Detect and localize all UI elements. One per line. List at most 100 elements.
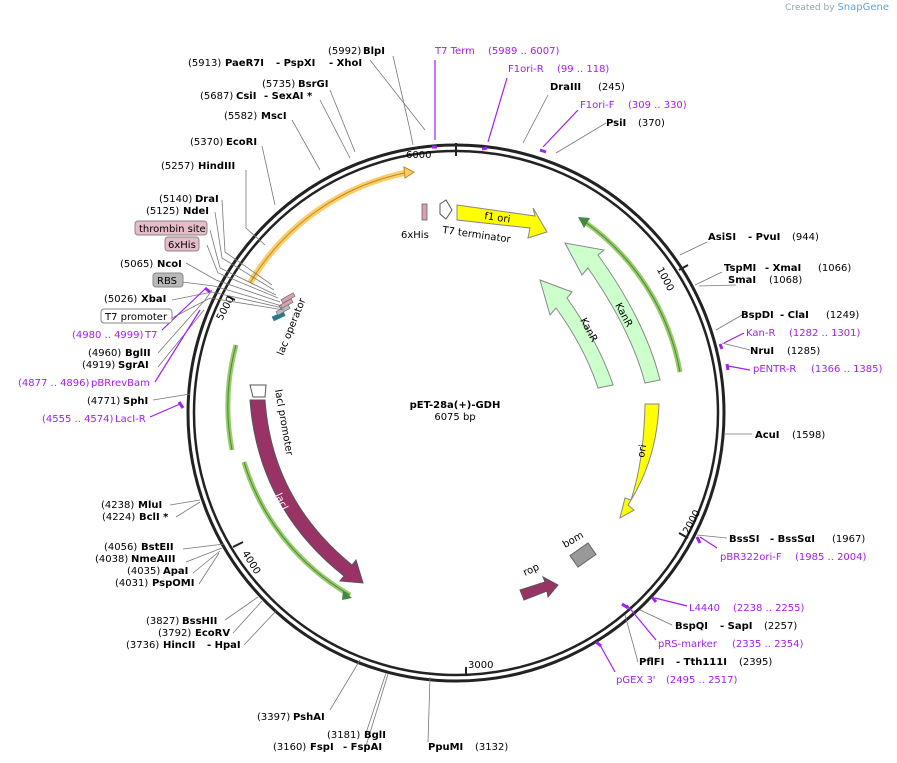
- svg-text:(4960): (4960): [88, 348, 121, 359]
- site-name-pflfi: PflFI: [639, 657, 664, 668]
- site-name-sphi: SphI: [123, 396, 148, 407]
- tick-label-6000: 6000: [406, 150, 431, 161]
- kanr-outer-feature[interactable]: [564, 242, 661, 384]
- svg-text:(3132): (3132): [475, 742, 508, 753]
- svg-text:(2495 .. 2517): (2495 .. 2517): [666, 675, 738, 686]
- site-name-bcli: BclI *: [139, 512, 169, 523]
- tick-label-4000: 4000: [239, 549, 262, 576]
- svg-text:(1068): (1068): [769, 275, 802, 286]
- site-name-bsshii: BssHII: [182, 616, 217, 627]
- tick-label-1000: 1000: [654, 266, 676, 294]
- site-name-drai: DraI: [195, 194, 219, 205]
- primer-f1ori-f: F1ori-F: [580, 100, 615, 111]
- ori-label: ori: [636, 444, 649, 459]
- site-name-tspmi: TspMI: [724, 263, 756, 274]
- svg-text:(2257): (2257): [764, 621, 797, 632]
- svg-text:(3160): (3160): [273, 742, 306, 753]
- site-pos: (5992): [328, 46, 361, 57]
- 6xhis-label: 6xHis: [401, 230, 429, 241]
- laci-promoter-feature[interactable]: [249, 384, 267, 398]
- site-name-asisi: AsiSI: [708, 232, 736, 243]
- kanr-inner-feature[interactable]: [539, 279, 614, 389]
- svg-text:(4238): (4238): [101, 500, 134, 511]
- tick-label-3000: 3000: [468, 660, 493, 671]
- svg-text:(4224): (4224): [102, 512, 135, 523]
- svg-text:(5257): (5257): [161, 161, 194, 172]
- site-name-sapi: - SapI: [720, 621, 752, 632]
- rop-feature[interactable]: [519, 575, 559, 601]
- svg-text:(99 .. 118): (99 .. 118): [557, 64, 609, 75]
- plasmid-length: 6075 bp: [434, 412, 475, 423]
- site-name-apai: ApaI: [163, 566, 188, 577]
- laci-green-arrowhead: [342, 590, 352, 600]
- svg-text:(4877 .. 4896): (4877 .. 4896): [18, 378, 90, 389]
- svg-text:(4980 .. 4999): (4980 .. 4999): [72, 330, 144, 341]
- site-name-bsssai: - BssSαI: [770, 534, 815, 545]
- svg-text:(4919): (4919): [82, 360, 115, 371]
- site-name-paer7i: PaeR7I: [225, 58, 264, 69]
- site-name-msci: MscI: [261, 111, 287, 122]
- site-name-sgrai: SgrAI: [118, 360, 149, 371]
- svg-text:(4056): (4056): [104, 542, 137, 553]
- svg-text:(245): (245): [598, 82, 625, 93]
- t7-terminator-feature[interactable]: [439, 199, 453, 220]
- small-features-cluster: [275, 292, 296, 316]
- svg-text:(1282 .. 1301): (1282 .. 1301): [789, 328, 861, 339]
- f1-ori-feature[interactable]: [456, 204, 548, 239]
- svg-text:(5125): (5125): [146, 206, 179, 217]
- laci-feature[interactable]: [249, 399, 364, 584]
- laci-promoter-label: lacI promoter: [272, 389, 295, 458]
- site-name-pvui: - PvuI: [748, 232, 780, 243]
- primer-labels: T7 Term(5989 .. 6007) F1ori-R(99 .. 118)…: [18, 46, 883, 686]
- primer-pentr-r: pENTR-R: [753, 364, 796, 375]
- bom-feature[interactable]: [569, 542, 597, 568]
- svg-text:(3397): (3397): [257, 712, 290, 723]
- lac-operator-feature[interactable]: [271, 311, 286, 322]
- svg-text:(1366 .. 1385): (1366 .. 1385): [811, 364, 883, 375]
- primer-l4440: L4440: [689, 603, 720, 614]
- kanr-green-arrowhead: [578, 217, 590, 228]
- site-name-bsteii: BstEII: [141, 542, 174, 553]
- t7-terminator-label: T7 terminator: [441, 225, 513, 246]
- site-name-bsrgi: BsrGI: [298, 79, 328, 90]
- site-name-fspi: FspI: [310, 742, 334, 753]
- svg-text:(1967): (1967): [832, 534, 865, 545]
- svg-text:(944): (944): [792, 232, 819, 243]
- site-name-fspai: - FspAI: [343, 742, 382, 753]
- site-name-ndei: NdeI: [183, 206, 209, 217]
- site-name-hpai: - HpaI: [207, 640, 241, 651]
- site-name-smai: SmaI: [728, 275, 756, 286]
- snapgene-logo: SnapGene: [837, 2, 889, 13]
- svg-text:(370): (370): [638, 118, 665, 129]
- gdh-arrowhead: [403, 166, 415, 179]
- gdh-insert-arc[interactable]: [247, 169, 411, 285]
- svg-text:(3792): (3792): [158, 628, 191, 639]
- svg-text:(5140): (5140): [159, 194, 192, 205]
- t7-promoter-label: T7 promoter: [104, 312, 168, 323]
- site-name-bglii: BglII: [125, 348, 151, 359]
- scale-tick-marks: [226, 143, 689, 676]
- site-name-ecorv: EcoRV: [195, 628, 230, 639]
- primer-marks: [149, 60, 751, 673]
- rop-label: rop: [522, 562, 541, 579]
- site-name-bspqi: BspQI: [675, 621, 708, 632]
- svg-text:(2238 .. 2255): (2238 .. 2255): [733, 603, 805, 614]
- site-name-draiii: DraIII: [550, 82, 581, 93]
- rbs-label: RBS: [157, 276, 177, 287]
- svg-text:(5582): (5582): [224, 111, 257, 122]
- site-name-hincii: HincII: [163, 640, 195, 651]
- svg-text:(5065): (5065): [120, 259, 153, 270]
- snapgene-credit: Created by SnapGene: [785, 2, 889, 13]
- ori-feature[interactable]: [619, 403, 660, 520]
- thrombin-site-label: thrombin site: [139, 224, 206, 235]
- primer-prs-marker: pRS-marker: [658, 639, 718, 650]
- primer-pbr322ori-f: pBR322ori-F: [720, 552, 782, 563]
- svg-text:(4771): (4771): [87, 396, 120, 407]
- svg-text:(5913): (5913): [188, 58, 221, 69]
- 6xhis-feature[interactable]: [421, 203, 428, 221]
- svg-text:(5370): (5370): [190, 137, 223, 148]
- site-name-pspomi: PspOMI: [152, 578, 194, 589]
- site-name-nrui: NruI: [750, 346, 774, 357]
- tick-label-5000: 5000: [215, 295, 237, 323]
